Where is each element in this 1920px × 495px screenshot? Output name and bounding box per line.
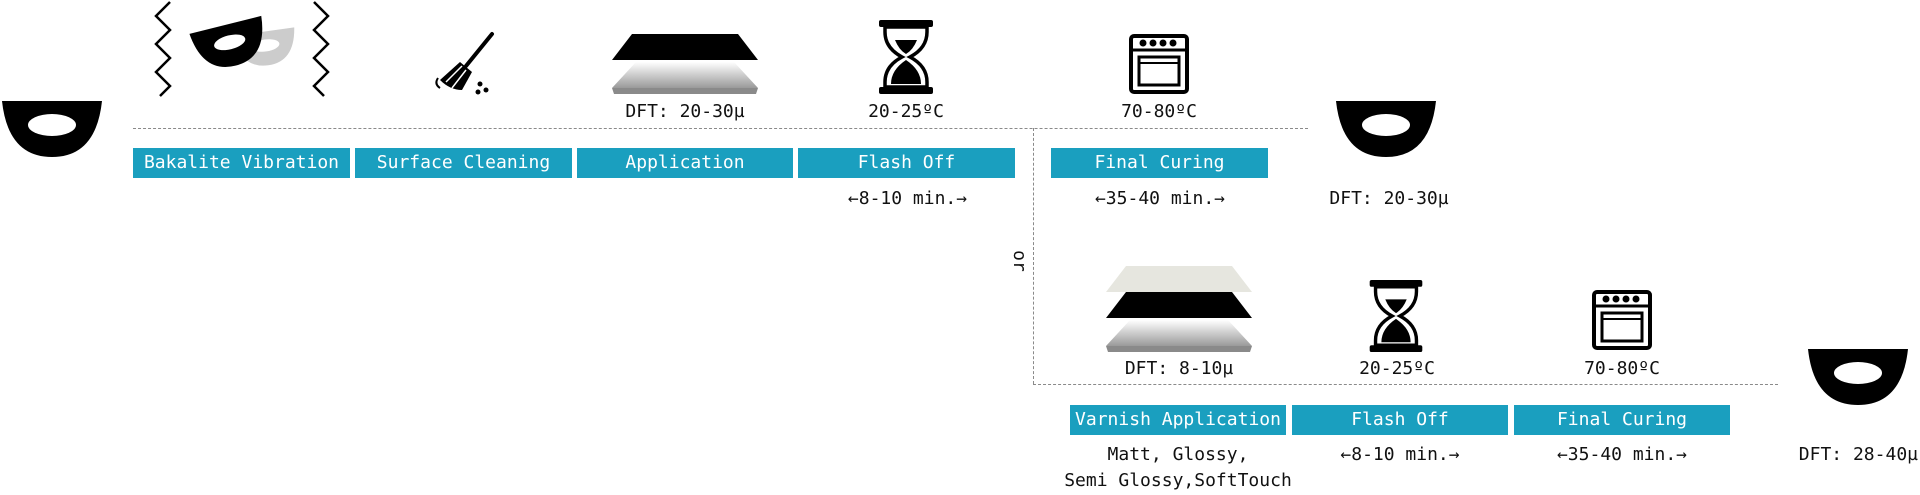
oven-icon [1592,290,1652,350]
result-dft-label: DFT: 20-30µ [1329,188,1449,209]
flash-off-temp-label: 20-25ºC [868,101,944,122]
step-varnish-application: Varnish Application [1070,405,1286,435]
oven-icon [1129,34,1189,94]
application-dft-label: DFT: 20-30µ [625,101,745,122]
varnish-finish-options-line1: Matt, Glossy, [1107,444,1249,465]
final-curing-time-label: ←35-40 min.→ [1094,188,1226,209]
coating-layer-icon [612,34,758,94]
or-label: or [1009,250,1030,272]
flash-off-time-label: ←8-10 min.→ [847,188,968,209]
bottom-guide-line [1033,384,1778,385]
step-surface-cleaning: Surface Cleaning [355,148,572,178]
varnished-part-icon [1808,349,1908,405]
varnish-curing-time-label: ←35-40 min.→ [1556,444,1688,465]
raw-part-icon [2,101,102,157]
varnish-flash-off-time-label: ←8-10 min.→ [1340,444,1460,465]
varnish-dft-label: DFT: 8-10µ [1124,358,1234,379]
final-result-dft-label: DFT: 28-40µ [1798,444,1918,465]
hourglass-icon [879,20,933,94]
coated-part-icon [1336,101,1436,157]
step-bakalite-vibration: Bakalite Vibration [133,148,350,178]
step-flash-off: Flash Off [798,148,1015,178]
varnish-layers-icon [1106,266,1252,352]
hourglass-icon [1369,279,1423,353]
varnish-curing-temp-label: 70-80ºC [1584,358,1660,379]
final-curing-temp-label: 70-80ºC [1121,101,1197,122]
step-application: Application [577,148,793,178]
varnish-flash-off-temp-label: 20-25ºC [1359,358,1435,379]
step-varnish-flash-off: Flash Off [1292,405,1508,435]
top-guide-line [133,128,1308,129]
step-varnish-final-curing: Final Curing [1514,405,1730,435]
broom-icon [435,32,494,95]
varnish-finish-options-line2: Semi Glossy,SoftTouch [1064,470,1292,491]
step-final-curing: Final Curing [1051,148,1268,178]
branch-guide-line [1033,128,1034,384]
vibration-icon [154,1,330,97]
